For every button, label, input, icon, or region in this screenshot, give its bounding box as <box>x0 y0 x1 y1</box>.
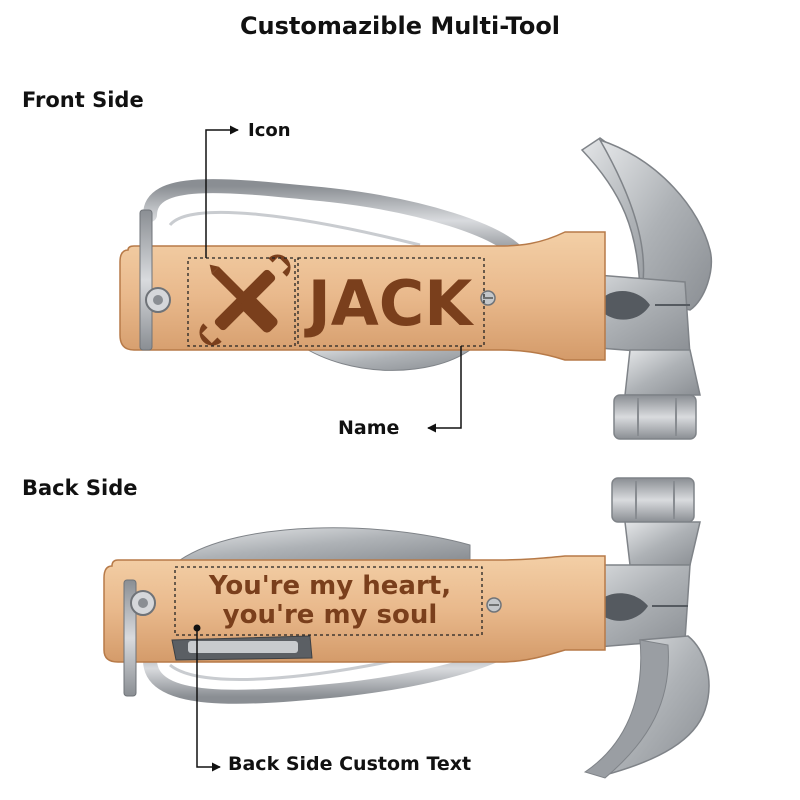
front-belt-clip <box>139 209 153 351</box>
icon-dashed-box <box>187 257 296 347</box>
back-hammer-face <box>611 477 695 523</box>
back-hammer-claw <box>583 639 669 779</box>
engraved-line-1: You're my heart, <box>208 571 451 601</box>
front-hammer-head <box>598 138 712 311</box>
back-text-dashed-box <box>174 566 483 636</box>
back-custom-text-callout-arrow <box>196 628 221 772</box>
front-hammer-face <box>613 394 697 440</box>
front-plier-arm <box>143 179 527 262</box>
name-callout-arrow <box>427 346 462 433</box>
icon-callout-arrow <box>205 125 239 258</box>
name-dashed-box <box>297 257 485 347</box>
back-custom-text-callout-label: Back Side Custom Text <box>228 753 472 775</box>
name-callout-label: Name <box>338 417 400 439</box>
engraved-line-2: you're my soul <box>223 600 438 630</box>
page-title: Customazible Multi-Tool <box>239 12 561 40</box>
wrench-screwdriver-icon <box>199 254 291 346</box>
engraved-name: JACK <box>304 267 475 340</box>
back-tool: You're my heart, you're my soul <box>103 477 710 779</box>
front-tool: JACK <box>119 137 712 440</box>
back-side-heading: Back Side <box>22 476 138 500</box>
front-side-heading: Front Side <box>22 88 144 112</box>
back-wood-handle <box>103 555 606 663</box>
icon-callout-label: Icon <box>248 120 291 141</box>
back-knife-blade <box>178 527 471 561</box>
